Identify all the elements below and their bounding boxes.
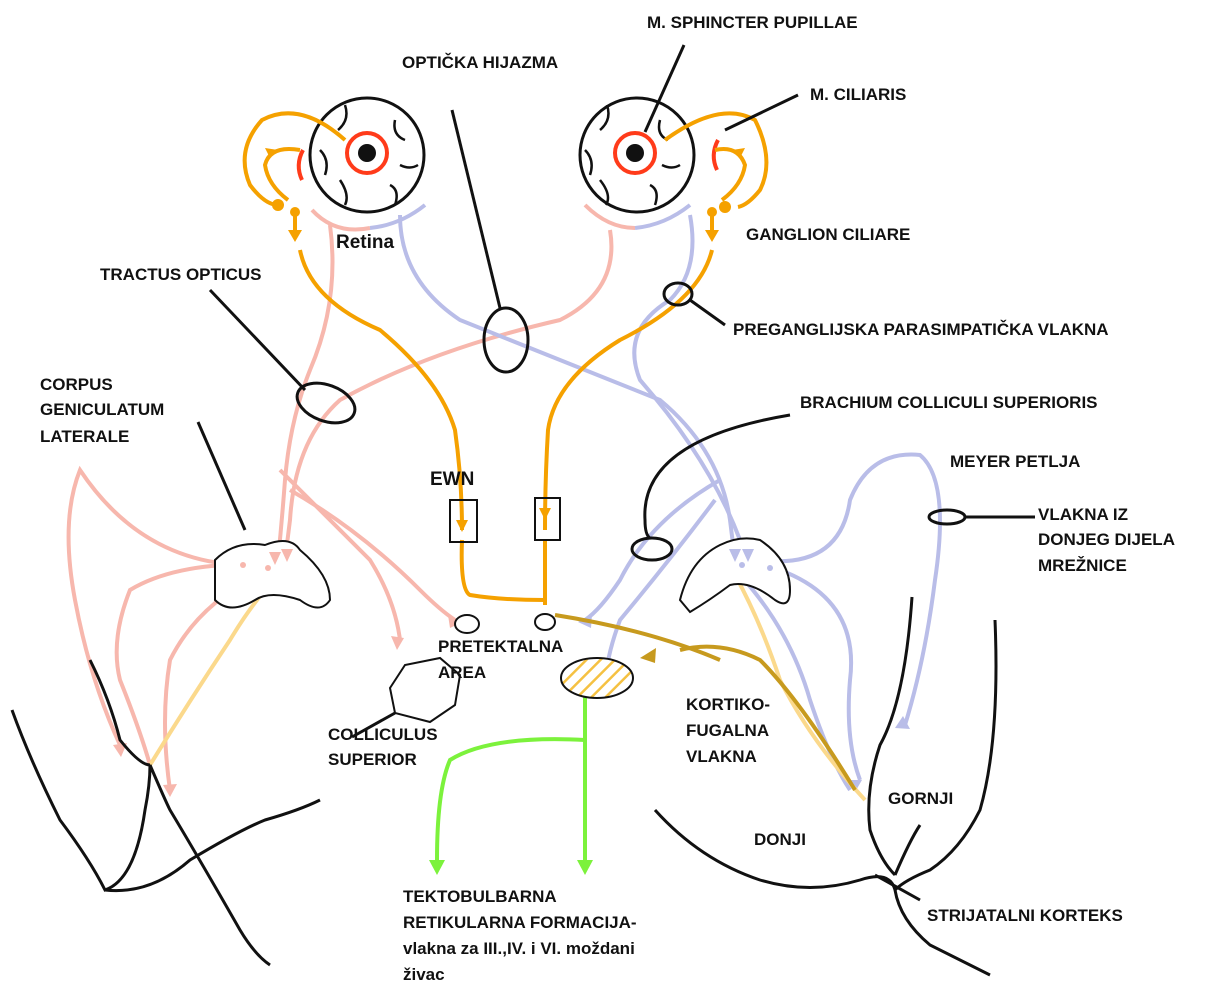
label-ganglion: GANGLION CILIARE: [746, 225, 910, 244]
right-lgn-outline: [678, 537, 792, 614]
pink-lgn-arrow-2: [281, 549, 293, 562]
label-colliculus-2: SUPERIOR: [328, 750, 417, 769]
ewn-left-box: [449, 499, 478, 543]
green-fibers: [435, 690, 587, 861]
colliculus-pointer: [351, 711, 396, 739]
label-lgn-3: LATERALE: [40, 427, 129, 446]
left-retina-pink: [310, 208, 371, 232]
orange-nodes: [265, 148, 745, 532]
label-pretectal-2: AREA: [438, 663, 486, 682]
label-lower-retina-3: MREŽNICE: [1038, 556, 1127, 575]
pretectal-left-oval: [454, 614, 480, 634]
label-cortico-2: FUGALNA: [686, 721, 769, 740]
gold-arrowhead: [640, 648, 656, 663]
label-tectobulbar-1: TEKTOBULBARNA: [403, 887, 557, 906]
label-ciliaris: M. CILIARIS: [810, 85, 906, 104]
right-eye: [578, 96, 696, 214]
hatched-nucleus: [560, 657, 634, 699]
label-brachium: BRACHIUM COLLICULI SUPERIORIS: [800, 393, 1098, 412]
preganglionic-oval: [662, 281, 694, 307]
label-upper: GORNJI: [888, 789, 953, 808]
lgn-dots: [240, 562, 271, 571]
lav-lgn-arrow-2: [742, 549, 754, 562]
lower-retina-oval: [927, 508, 967, 526]
gold-fibers: [554, 613, 857, 792]
brachium-oval: [630, 536, 674, 562]
colliculus-superior-shape: [388, 656, 462, 724]
label-chiasm: OPTIČKA HIJAZMA: [402, 53, 558, 72]
left-lgn-outline: [214, 540, 332, 609]
right-retina-pink: [583, 203, 636, 230]
orange-fibers: [242, 111, 769, 605]
label-sphincter: M. SPHINCTER PUPILLAE: [647, 13, 858, 32]
tractus-oval: [295, 381, 357, 425]
label-pretectal-1: PRETEKTALNA: [438, 637, 563, 656]
label-ewn: EWN: [430, 469, 474, 490]
label-lgn-2: GENICULATUM: [40, 400, 164, 419]
pointer-lines: [196, 44, 1035, 902]
ewn-right-box: [534, 497, 561, 541]
left-eye: [308, 96, 426, 214]
cortex-outlines: [10, 596, 998, 977]
label-tectobulbar-2: RETIKULARNA FORMACIJA-: [403, 913, 637, 932]
label-retina: Retina: [336, 232, 395, 253]
label-tractus: TRACTUS OPTICUS: [100, 265, 262, 284]
label-lower-retina-2: DONJEG DIJELA: [1038, 530, 1175, 549]
lgn-dots-right: [739, 562, 773, 571]
pink-lgn-arrow-1: [269, 552, 281, 565]
label-lower-retina-1: VLAKNA IZ: [1038, 505, 1128, 524]
label-lower: DONJI: [754, 830, 806, 849]
left-ciliary-muscle: [296, 149, 305, 181]
label-cortico-3: VLAKNA: [686, 747, 757, 766]
right-ciliary-muscle: [711, 139, 720, 171]
pretectal-right-oval: [534, 613, 556, 631]
label-colliculus-1: COLLICULUS: [328, 725, 438, 744]
green-arrowheads: [429, 860, 593, 875]
right-retina-lavender: [634, 203, 692, 230]
label-striate: STRIJATALNI KORTEKS: [927, 906, 1123, 925]
label-tectobulbar-3: vlakna za III.,IV. i VI. moždani: [403, 939, 635, 958]
lavender-fibers: [398, 214, 942, 792]
label-meyer: MEYER PETLJA: [950, 452, 1080, 471]
lav-lgn-arrow-1: [729, 549, 741, 562]
label-preganglionic: PREGANGLIJSKA PARASIMPATIČKA VLAKNA: [733, 320, 1109, 339]
label-tectobulbar-4: živac: [403, 965, 445, 983]
label-cortico-1: KORTIKO-: [686, 695, 770, 714]
label-lgn-1: CORPUS: [40, 375, 113, 394]
chiasm-oval: [482, 306, 530, 374]
